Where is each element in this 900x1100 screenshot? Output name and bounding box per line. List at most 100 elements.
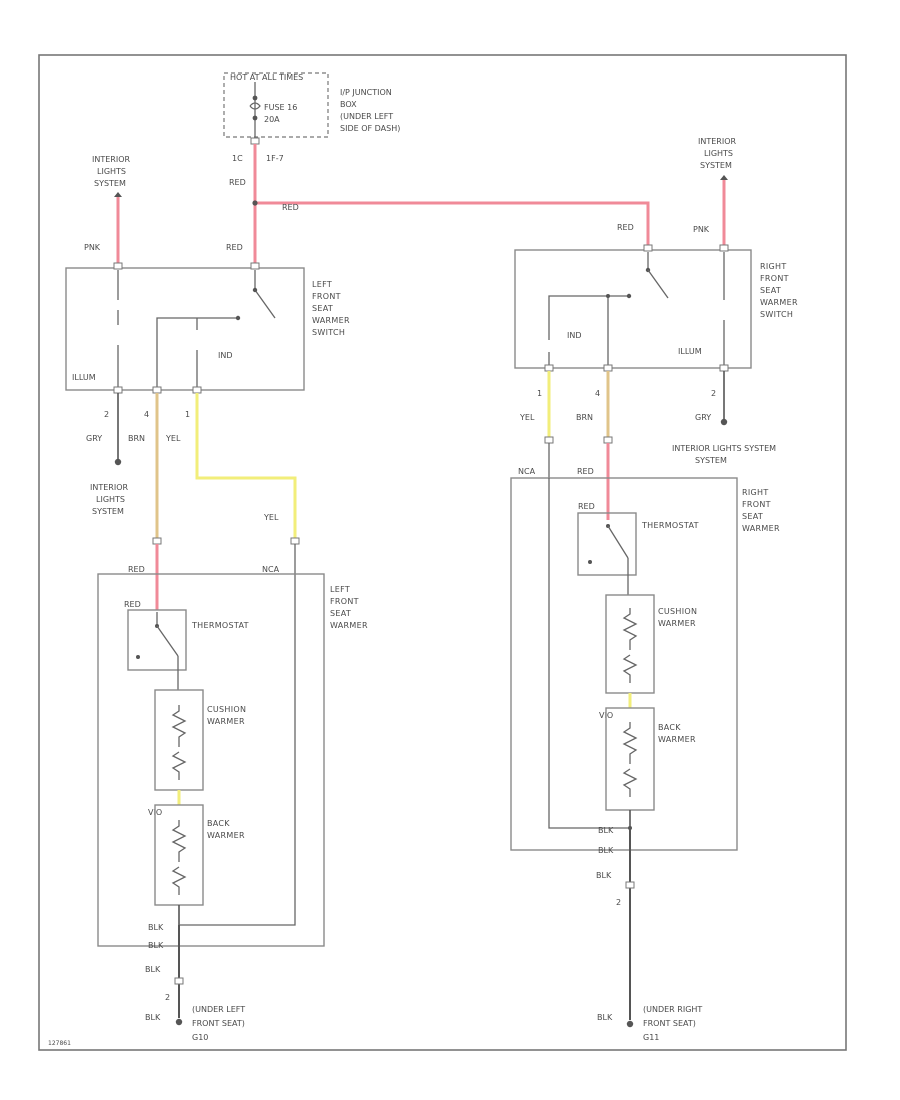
right-illum-label: ILLUM bbox=[678, 347, 702, 356]
left-ind-label: IND bbox=[218, 351, 233, 360]
right-ils-line-3: SYSTEM bbox=[700, 161, 732, 170]
left-switch-line-1: LEFT bbox=[312, 280, 332, 289]
red-label-fuse: RED bbox=[229, 178, 246, 187]
right-heater-line-1: RIGHT bbox=[742, 488, 769, 497]
right-switch-output-wires: YEL BRN GRY INTERIOR LIGHTS SYSTEM SYSTE… bbox=[518, 371, 776, 520]
right-brn-label: BRN bbox=[576, 413, 593, 422]
left-ground-line-3: G10 bbox=[192, 1033, 208, 1042]
left-ils-line-1: INTERIOR bbox=[92, 155, 131, 164]
left-pin-1: 1 bbox=[185, 410, 190, 419]
figure-id: 127861 bbox=[48, 1040, 71, 1047]
right-ils-mid: INTERIOR LIGHTS SYSTEM bbox=[672, 444, 776, 453]
left-cushion-line-2: WARMER bbox=[207, 717, 245, 726]
right-red-heater-label: RED bbox=[577, 467, 594, 476]
right-pin-1: 1 bbox=[537, 389, 542, 398]
left-ils-mid-1: INTERIOR bbox=[90, 483, 129, 492]
right-switch-line-5: SWITCH bbox=[760, 310, 793, 319]
left-heater-line-4: WARMER bbox=[330, 621, 368, 630]
right-ground-line-2: FRONT SEAT) bbox=[643, 1019, 696, 1028]
fuse-name: FUSE 16 bbox=[264, 103, 297, 112]
left-back-line-1: BACK bbox=[207, 819, 230, 828]
right-heater-line-3: SEAT bbox=[742, 512, 763, 521]
junction-line-1: I/P JUNCTION bbox=[340, 88, 392, 97]
left-ils-mid-3: SYSTEM bbox=[92, 507, 124, 516]
right-pnk-label: PNK bbox=[693, 225, 710, 234]
left-blk-label-1: BLK bbox=[148, 941, 164, 950]
fuse-pin-left: 1C bbox=[232, 154, 243, 163]
left-brn-label: BRN bbox=[128, 434, 145, 443]
right-blk-inner-label: BLK bbox=[598, 826, 614, 835]
left-switch-line-3: SEAT bbox=[312, 304, 333, 313]
left-heater-line-3: SEAT bbox=[330, 609, 351, 618]
left-seat-warmer-switch: ILLUM IND LEFT FRONT SEAT WARMER SWITCH … bbox=[65, 262, 350, 419]
fuse-rating: 20A bbox=[264, 115, 280, 124]
right-blk-label-1: BLK bbox=[598, 846, 614, 855]
right-ind-label: IND bbox=[567, 331, 582, 340]
left-ils-mid-2: LIGHTS bbox=[96, 495, 125, 504]
fuse-block: HOT AT ALL TIMES FUSE 16 20A I/P JUNCTIO… bbox=[223, 72, 400, 163]
left-blk-inner-label: BLK bbox=[148, 923, 164, 932]
right-cushion-line-2: WARMER bbox=[658, 619, 696, 628]
left-red-heater-label: RED bbox=[128, 565, 145, 574]
left-heater-line-2: FRONT bbox=[330, 597, 359, 606]
red-feed-wires: RED RED RED RED bbox=[226, 144, 650, 265]
left-ils-line-3: SYSTEM bbox=[94, 179, 126, 188]
left-back-line-2: WARMER bbox=[207, 831, 245, 840]
junction-line-2: BOX bbox=[340, 100, 357, 109]
left-heater-line-1: LEFT bbox=[330, 585, 350, 594]
right-pin-4: 4 bbox=[595, 389, 600, 398]
right-red-thermo-label: RED bbox=[578, 502, 595, 511]
right-yel-label: YEL bbox=[519, 413, 535, 422]
right-heater-line-2: FRONT bbox=[742, 500, 771, 509]
left-switch-line-4: WARMER bbox=[312, 316, 350, 325]
right-ground-line-3: G11 bbox=[643, 1033, 659, 1042]
right-ils-line-2: LIGHTS bbox=[704, 149, 733, 158]
right-gry-label: GRY bbox=[695, 413, 711, 422]
right-seat-warmer-switch: IND ILLUM RIGHT FRONT SEAT WARMER SWITCH… bbox=[514, 244, 798, 398]
hot-at-all-times-label: HOT AT ALL TIMES bbox=[230, 73, 303, 82]
red-label-right-switch: RED bbox=[617, 223, 634, 232]
right-ground-line-1: (UNDER RIGHT bbox=[643, 1005, 702, 1014]
left-switch-line-2: FRONT bbox=[312, 292, 341, 301]
left-nca-label: NCA bbox=[262, 565, 280, 574]
left-pnk-label: PNK bbox=[84, 243, 101, 252]
right-heater-line-4: WARMER bbox=[742, 524, 780, 533]
right-switch-line-2: FRONT bbox=[760, 274, 789, 283]
right-ground-circuit: BLK BLK 2 BLK (UNDER RIGHT FRONT SEAT) G… bbox=[596, 828, 702, 1042]
diagram-frame bbox=[38, 54, 847, 1051]
left-illum-label: ILLUM bbox=[72, 373, 96, 382]
right-seat-warmer: RIGHT FRONT SEAT WARMER RED THERMOSTAT C… bbox=[510, 477, 780, 851]
junction-line-4: SIDE OF DASH) bbox=[340, 124, 400, 133]
right-back-line-2: WARMER bbox=[658, 735, 696, 744]
right-ground-pin: 2 bbox=[616, 898, 621, 907]
right-interior-lights-top: INTERIOR LIGHTS SYSTEM PNK bbox=[693, 137, 737, 247]
left-switch-line-5: SWITCH bbox=[312, 328, 345, 337]
left-cushion-line-1: CUSHION bbox=[207, 705, 246, 714]
left-ils-line-2: LIGHTS bbox=[97, 167, 126, 176]
left-switch-output-wires: GRY BRN YEL YEL INTERIOR LIGHTS SYSTEM R… bbox=[86, 393, 300, 610]
right-switch-line-4: WARMER bbox=[760, 298, 798, 307]
left-interior-lights-top: INTERIOR LIGHTS SYSTEM PNK bbox=[84, 155, 131, 265]
right-thermostat-label: THERMOSTAT bbox=[641, 521, 699, 530]
right-ils-mid-2: SYSTEM bbox=[695, 456, 727, 465]
red-label-left-switch: RED bbox=[226, 243, 243, 252]
left-ground-line-1: (UNDER LEFT bbox=[192, 1005, 245, 1014]
right-nca-label: NCA bbox=[518, 467, 536, 476]
left-seat-warmer: LEFT FRONT SEAT WARMER RED THERMOSTAT CU… bbox=[97, 573, 368, 947]
red-label-crossover: RED bbox=[282, 203, 299, 212]
right-switch-line-1: RIGHT bbox=[760, 262, 787, 271]
right-blk-label-2: BLK bbox=[596, 871, 612, 880]
left-ground-pin: 2 bbox=[165, 993, 170, 1002]
right-back-line-1: BACK bbox=[658, 723, 681, 732]
right-ils-line-1: INTERIOR bbox=[698, 137, 737, 146]
left-ground-line-2: FRONT SEAT) bbox=[192, 1019, 245, 1028]
right-cushion-line-1: CUSHION bbox=[658, 607, 697, 616]
left-yel-label-2: YEL bbox=[263, 513, 279, 522]
left-blk-label-2: BLK bbox=[145, 965, 161, 974]
right-blk-label-3: BLK bbox=[597, 1013, 613, 1022]
right-switch-line-3: SEAT bbox=[760, 286, 781, 295]
left-gry-label: GRY bbox=[86, 434, 102, 443]
junction-line-3: (UNDER LEFT bbox=[340, 112, 393, 121]
left-thermostat-label: THERMOSTAT bbox=[191, 621, 249, 630]
